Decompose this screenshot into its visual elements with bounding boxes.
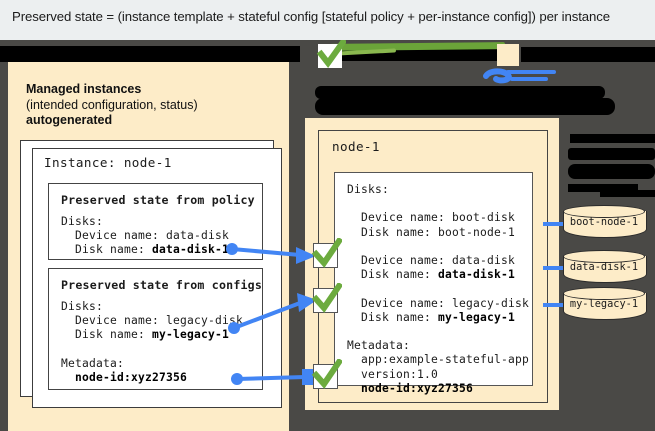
- configs-box-body: Disks: Device name: legacy-disk Disk nam…: [61, 300, 244, 385]
- policy-box-title: Preserved state from policy: [61, 193, 255, 207]
- disk-connector-line: [543, 266, 567, 270]
- preserved-state-policy-box: Preserved state from policy Disks: Devic…: [48, 183, 263, 260]
- redaction-bar: [570, 134, 655, 143]
- header-banner: Preserved state = (instance template + s…: [0, 0, 655, 40]
- node-details-box: Disks: Device name: boot-disk Disk name:…: [334, 172, 533, 395]
- configs-box-title: Preserved state from configs: [61, 278, 263, 292]
- header-caption: Preserved state = (instance template + s…: [12, 9, 610, 24]
- title-line-3: autogenerated: [26, 113, 113, 127]
- disk-top: [563, 205, 645, 218]
- checkmark-badge-node-id: [311, 359, 342, 389]
- node-label: node-1: [332, 139, 380, 154]
- disk-connector-line: [543, 303, 567, 307]
- blue-scribble-annotation: [483, 68, 556, 84]
- policy-box-body: Disks: Device name: data-disk Disk name:…: [61, 215, 230, 257]
- redaction-bar: [568, 184, 638, 192]
- disk-cylinder-data: data-disk-1: [563, 250, 647, 286]
- checkmark-badge-data-disk: [311, 238, 342, 268]
- managed-instances-title: Managed instances (intended configuratio…: [26, 82, 276, 129]
- checkmark-badge-top: [316, 39, 346, 69]
- redaction-bar: [315, 98, 615, 115]
- redaction-bar: [568, 148, 655, 160]
- cream-chip: [497, 44, 519, 66]
- checkmark-badge-legacy-disk: [311, 283, 342, 313]
- preserved-state-configs-box: Preserved state from configs Disks: Devi…: [48, 268, 263, 390]
- redaction-bar: [521, 47, 655, 62]
- disk-cylinder-boot: boot-node-1: [563, 205, 647, 241]
- redaction-bar: [0, 46, 300, 62]
- disk-top: [563, 287, 645, 300]
- node-details-body: Disks: Device name: boot-disk Disk name:…: [347, 183, 530, 395]
- disk-cylinder-legacy: my-legacy-1: [563, 287, 647, 323]
- redaction-bar: [315, 86, 605, 99]
- disk-label: boot-node-1: [569, 216, 639, 228]
- redaction-bar: [568, 164, 655, 179]
- disk-connector-line: [543, 222, 567, 226]
- disk-label: data-disk-1: [569, 261, 639, 273]
- title-line-2: (intended configuration, status): [26, 97, 198, 112]
- title-line-1: Managed instances: [26, 82, 142, 96]
- instance-label: Instance: node-1: [44, 155, 172, 170]
- redaction-bar: [600, 190, 655, 197]
- disk-label: my-legacy-1: [569, 298, 639, 310]
- disk-top: [563, 250, 645, 263]
